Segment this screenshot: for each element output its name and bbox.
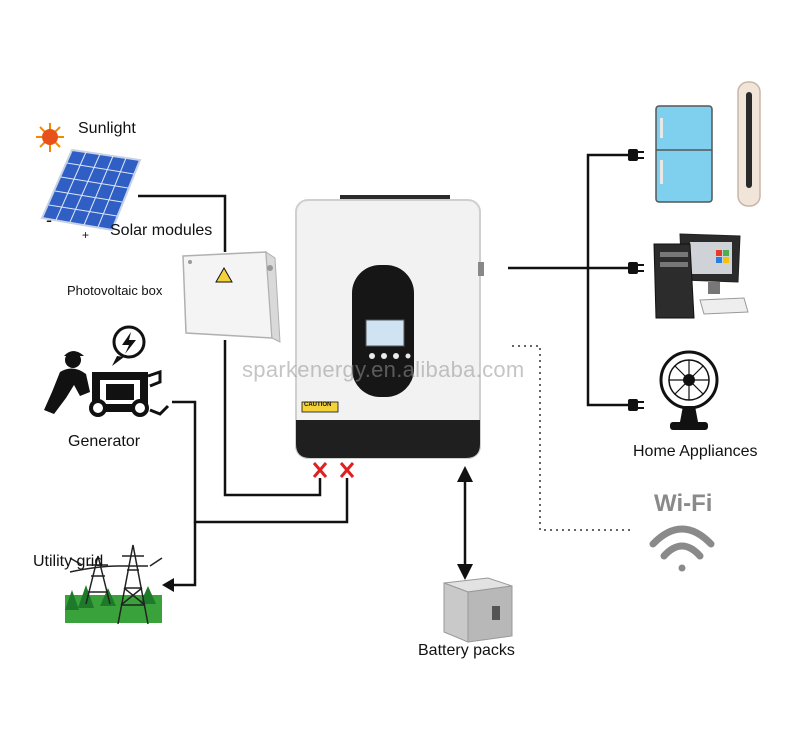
- appliance-bus-line: [586, 153, 632, 407]
- minus-sign: -: [46, 210, 52, 230]
- battery-icon: [443, 577, 513, 643]
- photovoltaic-box-label: Photovoltaic box: [67, 283, 163, 298]
- air-conditioner-icon: [737, 81, 761, 207]
- plug-icon: [628, 149, 644, 161]
- fridge-icon: [655, 105, 713, 203]
- caution-label: CAUTION: [304, 402, 332, 408]
- plug-icon: [628, 262, 644, 274]
- inverter-icon: [295, 195, 484, 459]
- solar-to-pvbox-line: [138, 194, 227, 252]
- plus-sign: +: [82, 228, 90, 242]
- fan-icon: [659, 350, 719, 430]
- utility-grid-label: Utility grid: [33, 553, 104, 570]
- grid-arrowhead: [162, 578, 174, 592]
- watermark-text: sparkenergy.en.alibaba.com: [242, 357, 525, 382]
- wifi-dotted-line: [512, 345, 632, 531]
- battery-arrowhead-bottom: [457, 564, 473, 580]
- plug-icon: [628, 399, 644, 411]
- pvbox-to-breaker-line: [223, 340, 322, 497]
- battery-arrowhead-top: [457, 466, 473, 482]
- battery-packs-label: Battery packs: [418, 642, 515, 659]
- computer-icon: [653, 233, 749, 319]
- pv-box-icon: [182, 251, 281, 343]
- connection-lines: [138, 153, 632, 587]
- solar-panel-icon: [40, 148, 142, 232]
- sun-icon: [36, 123, 64, 152]
- sunlight-label: Sunlight: [78, 120, 136, 137]
- grid-feed-line: [172, 522, 197, 587]
- utility-tower-icon: [65, 544, 163, 625]
- home-appliances-label: Home Appliances: [633, 443, 758, 460]
- generator-icon: [44, 325, 170, 417]
- wifi-icon: [649, 525, 715, 572]
- generator-label: Generator: [68, 433, 141, 450]
- solar-modules-label: Solar modules: [110, 222, 213, 239]
- breaker-icon: [312, 462, 355, 478]
- wifi-label: Wi-Fi: [654, 490, 713, 517]
